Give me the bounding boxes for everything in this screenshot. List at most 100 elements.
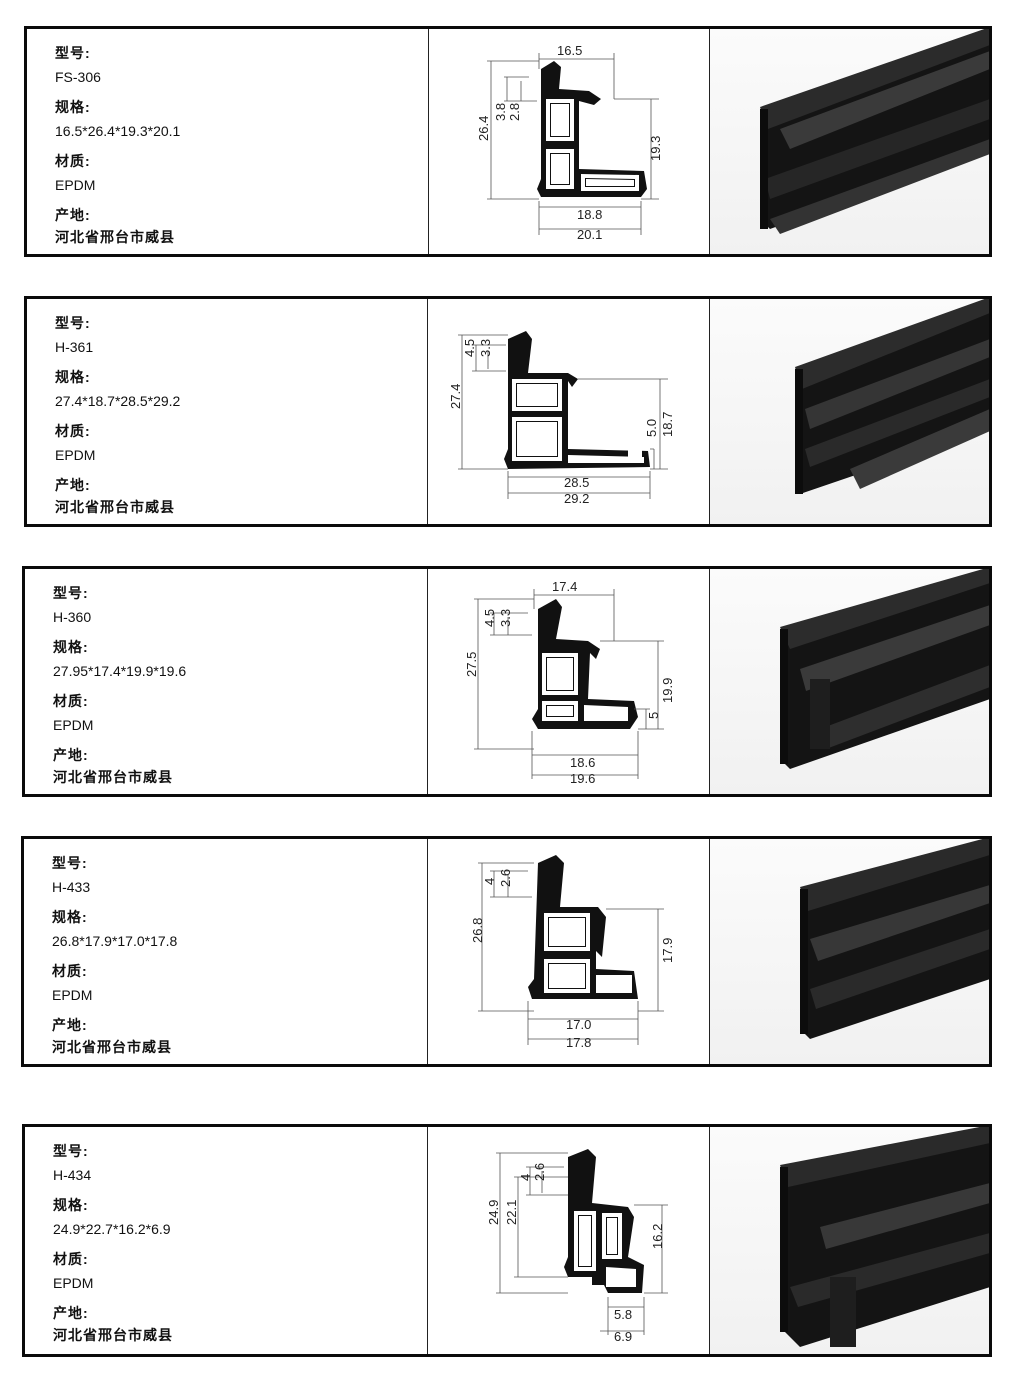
spec-value: 24.9*22.7*16.2*6.9 xyxy=(53,1221,171,1237)
product-info: 型号: H-434 规格: 24.9*22.7*16.2*6.9 材质: EPD… xyxy=(25,1127,428,1354)
profile-diagram: 4.5 3.3 27.4 5.0 18.7 28.5 29.2 xyxy=(448,331,675,506)
dim-4-5: 4.5 xyxy=(482,609,497,627)
dim-3-3: 3.3 xyxy=(478,339,493,357)
origin-value: 河北省邢台市威县 xyxy=(53,1327,173,1343)
origin-value: 河北省邢台市威县 xyxy=(55,229,175,245)
cross-section-drawing: 4.5 3.3 27.4 5.0 18.7 28.5 29.2 xyxy=(428,299,710,524)
origin-value: 河北省邢台市威县 xyxy=(55,499,175,515)
material-value: EPDM xyxy=(52,987,93,1003)
profile-diagram: 16.5 26.4 3.8 2.8 19.3 18.8 20.1 xyxy=(476,43,663,242)
dim-28-5: 28.5 xyxy=(564,475,589,490)
dim-17-0: 17.0 xyxy=(566,1017,591,1032)
product-render xyxy=(710,299,989,524)
origin-label: 产地: xyxy=(53,1305,89,1321)
dim-22-1: 22.1 xyxy=(504,1200,519,1225)
profile-diagram: 17.4 4.5 3.3 27.5 19.9 5 18.6 19.6 xyxy=(464,579,675,786)
model-label: 型号: xyxy=(55,315,91,331)
model-value: H-434 xyxy=(53,1167,92,1183)
dim-18-8: 18.8 xyxy=(577,207,602,222)
cross-section-drawing: 16.5 26.4 3.8 2.8 19.3 18.8 20.1 xyxy=(429,29,710,254)
product-render xyxy=(710,839,989,1064)
extrusion-render-image xyxy=(760,29,989,234)
dim-height-total: 26.4 xyxy=(476,116,491,141)
spec-label: 规格: xyxy=(55,99,91,115)
dim-width-top: 16.5 xyxy=(557,43,582,58)
model-value: FS-306 xyxy=(55,69,101,85)
origin-value: 河北省邢台市威县 xyxy=(52,1039,172,1055)
origin-value: 河北省邢台市威县 xyxy=(53,769,173,785)
dim-height-total: 26.8 xyxy=(470,918,485,943)
material-value: EPDM xyxy=(55,177,96,193)
dim-3-8: 3.8 xyxy=(493,103,508,121)
model-label: 型号: xyxy=(55,45,91,61)
dim-5-0: 5.0 xyxy=(644,419,659,437)
dim-4: 4 xyxy=(482,878,497,885)
dim-height-total: 27.5 xyxy=(464,652,479,677)
product-card-h-434: 型号: H-434 规格: 24.9*22.7*16.2*6.9 材质: EPD… xyxy=(22,1124,992,1357)
spec-label: 规格: xyxy=(55,369,91,385)
dim-17-9: 17.9 xyxy=(660,938,675,963)
dim-20-1: 20.1 xyxy=(577,227,602,242)
profile-outline xyxy=(532,599,638,729)
spec-label: 规格: xyxy=(52,909,88,925)
dim-29-2: 29.2 xyxy=(564,491,589,506)
dim-19-3: 19.3 xyxy=(648,136,663,161)
spec-value: 16.5*26.4*19.3*20.1 xyxy=(55,123,181,139)
cross-section-drawing: 4 2.6 24.9 22.1 16.2 5.8 6.9 xyxy=(428,1127,710,1354)
material-label: 材质: xyxy=(53,1251,89,1267)
cross-section-drawing: 4 2.6 26.8 17.9 17.0 17.8 xyxy=(428,839,710,1064)
dim-18-7: 18.7 xyxy=(660,412,675,437)
dim-6-9: 6.9 xyxy=(614,1329,632,1344)
dim-3-3: 3.3 xyxy=(498,609,513,627)
profile-diagram: 4 2.6 24.9 22.1 16.2 5.8 6.9 xyxy=(486,1149,668,1344)
dim-height-total: 24.9 xyxy=(486,1200,501,1225)
material-value: EPDM xyxy=(53,717,94,733)
origin-label: 产地: xyxy=(53,747,89,763)
spec-label: 规格: xyxy=(53,1197,89,1213)
spec-value: 27.95*17.4*19.9*19.6 xyxy=(53,663,187,679)
model-value: H-360 xyxy=(53,609,92,625)
product-card-h-360: 型号: H-360 规格: 27.95*17.4*19.9*19.6 材质: E… xyxy=(22,566,992,797)
product-render xyxy=(710,1127,989,1354)
dim-17-8: 17.8 xyxy=(566,1035,591,1050)
spec-value: 26.8*17.9*17.0*17.8 xyxy=(52,933,178,949)
dim-4-5: 4.5 xyxy=(462,339,477,357)
cross-section-drawing: 17.4 4.5 3.3 27.5 19.9 5 18.6 19.6 xyxy=(428,569,710,794)
dim-4: 4 xyxy=(518,1174,533,1181)
material-label: 材质: xyxy=(52,963,88,979)
spec-value: 27.4*18.7*28.5*29.2 xyxy=(55,393,181,409)
model-label: 型号: xyxy=(52,855,88,871)
origin-label: 产地: xyxy=(55,477,91,493)
dim-18-6: 18.6 xyxy=(570,755,595,770)
origin-label: 产地: xyxy=(55,207,91,223)
product-card-h-361: 型号: H-361 规格: 27.4*18.7*28.5*29.2 材质: EP… xyxy=(24,296,992,527)
model-value: H-361 xyxy=(55,339,94,355)
product-info: 型号: FS-306 规格: 16.5*26.4*19.3*20.1 材质: E… xyxy=(27,29,429,254)
product-card-h-433: 型号: H-433 规格: 26.8*17.9*17.0*17.8 材质: EP… xyxy=(21,836,992,1067)
dim-2-6: 2.6 xyxy=(498,869,513,887)
extrusion-render-image xyxy=(780,1127,989,1347)
material-label: 材质: xyxy=(55,153,91,169)
extrusion-render-image xyxy=(780,569,989,769)
spec-label: 规格: xyxy=(53,639,89,655)
model-label: 型号: xyxy=(53,585,89,601)
product-info: 型号: H-433 规格: 26.8*17.9*17.0*17.8 材质: EP… xyxy=(24,839,428,1064)
product-render xyxy=(710,569,989,794)
product-card-fs-306: 型号: FS-306 规格: 16.5*26.4*19.3*20.1 材质: E… xyxy=(24,26,992,257)
dim-2-8: 2.8 xyxy=(507,103,522,121)
model-value: H-433 xyxy=(52,879,91,895)
material-value: EPDM xyxy=(53,1275,94,1291)
product-info: 型号: H-361 规格: 27.4*18.7*28.5*29.2 材质: EP… xyxy=(27,299,428,524)
dim-height-total: 27.4 xyxy=(448,384,463,409)
dim-5-8: 5.8 xyxy=(614,1307,632,1322)
extrusion-render-image xyxy=(800,839,989,1039)
material-label: 材质: xyxy=(55,423,91,439)
profile-diagram: 4 2.6 26.8 17.9 17.0 17.8 xyxy=(470,855,675,1050)
origin-label: 产地: xyxy=(52,1017,88,1033)
dim-19-9: 19.9 xyxy=(660,678,675,703)
product-render xyxy=(710,29,989,254)
dim-2-6: 2.6 xyxy=(532,1163,547,1181)
extrusion-render-image xyxy=(795,299,989,494)
product-info: 型号: H-360 规格: 27.95*17.4*19.9*19.6 材质: E… xyxy=(25,569,428,794)
dim-5: 5 xyxy=(646,712,661,719)
